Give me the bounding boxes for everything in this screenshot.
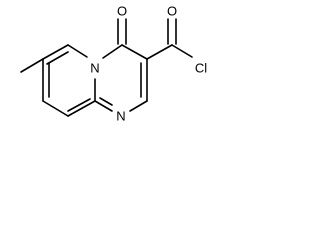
bond-c9a-c9-inner [67, 98, 91, 112]
bond-c9a-c9 [67, 100, 96, 117]
acyl-cl-bond [171, 44, 193, 58]
carbonyl-oxygen-label: O [117, 4, 127, 19]
bond-c2-n1 [129, 100, 148, 112]
bond-c6-c6-inner [46, 51, 69, 65]
chemical-structure-diagram: O O Cl N N [20, 4, 207, 124]
bond-c6-n5 [67, 44, 88, 58]
acyl-oxygen-label: O [167, 4, 177, 19]
bond-c3-acyl [146, 44, 173, 60]
bond-c9-c8 [42, 100, 69, 117]
ring-nitrogen-label: N [116, 109, 125, 124]
chlorine-label: Cl [195, 61, 207, 76]
bond-c4-c3 [121, 44, 148, 60]
bond-n5-c4 [102, 44, 123, 59]
bond-c7-c6 [42, 44, 69, 60]
bridgehead-nitrogen-label: N [90, 61, 99, 76]
bond-n1-c9a-inner [99, 97, 113, 106]
methyl-bond [20, 58, 44, 73]
bond-n1-c9a [94, 100, 113, 112]
